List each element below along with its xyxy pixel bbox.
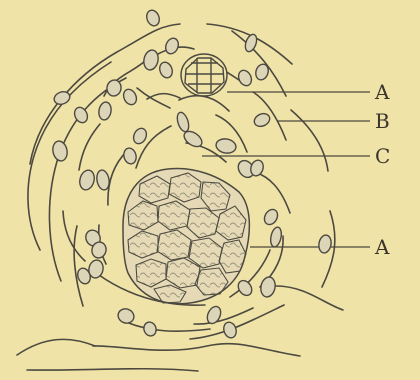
label-a-top: A xyxy=(375,82,389,102)
label-c: C xyxy=(375,146,390,166)
nerve-cell-group-a xyxy=(181,54,227,96)
label-a-bottom: A xyxy=(375,237,389,257)
large-glandular-mass xyxy=(123,168,249,303)
label-b: B xyxy=(375,111,390,131)
